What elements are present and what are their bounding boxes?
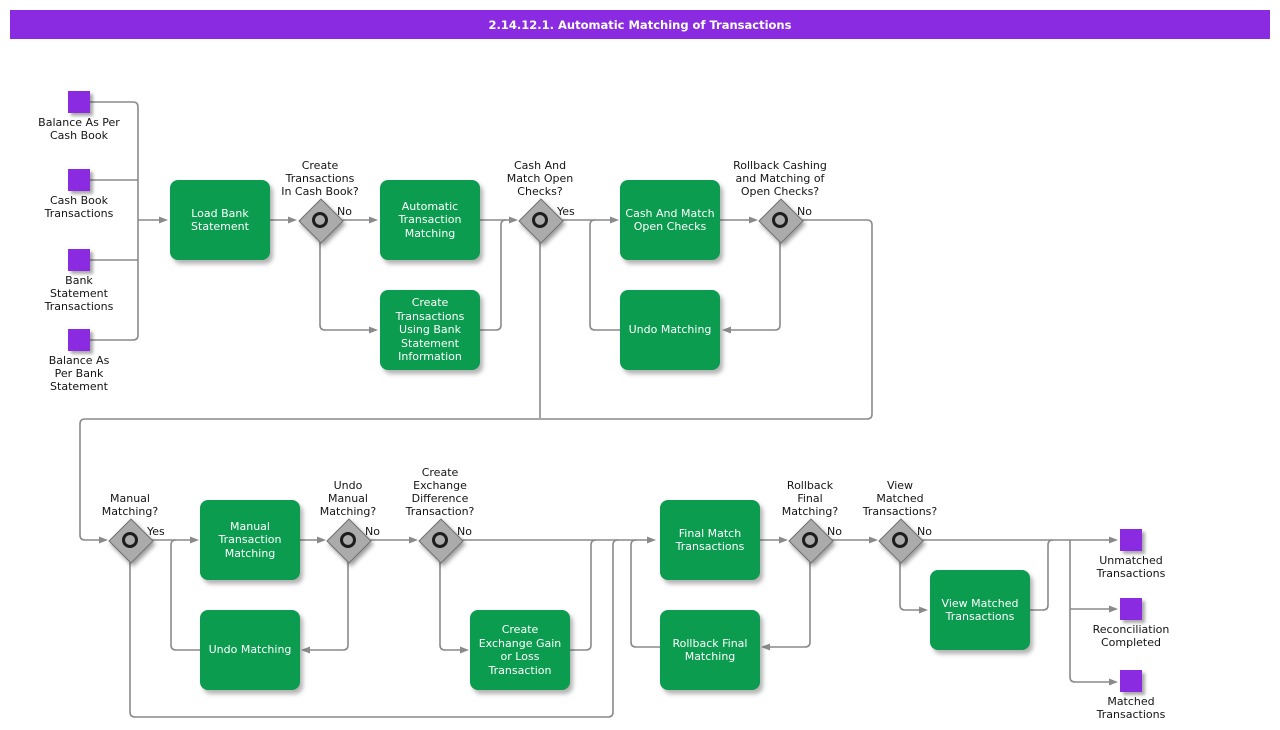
edge-view-matched-transactions-merge-to-output xyxy=(1030,539,1054,611)
decision-create-exchange-difference-transaction[interactable] xyxy=(418,518,464,564)
decision-view-matched-transactions[interactable] xyxy=(878,518,924,564)
edge-create-using-bank-merge-to-cash-match-q xyxy=(480,219,507,331)
decision-cash-and-match-open-checks[interactable] xyxy=(518,198,564,244)
decision-circle-icon xyxy=(802,532,818,548)
decision-rollback-cashing-and-matching-of-open-checks[interactable] xyxy=(758,198,804,244)
branch-label-no: No xyxy=(917,525,932,538)
edge-undo-manual-q-to-undo-matching-bottom xyxy=(301,561,349,654)
data-object-cash-book-transactions[interactable] xyxy=(68,169,90,191)
decision-circle-icon xyxy=(432,532,448,548)
decision-circle-icon xyxy=(532,212,548,228)
branch-label-yes: Yes xyxy=(557,205,575,218)
data-object-matched-transactions[interactable] xyxy=(1120,670,1142,692)
decision-create-transactions-in-cash-book[interactable] xyxy=(298,198,344,244)
branch-label-no: No xyxy=(797,205,812,218)
edge-rollback-final-q-to-rollback-final-matching xyxy=(761,561,811,651)
activity-undo-matching-bottom[interactable]: Undo Matching xyxy=(200,610,300,690)
edge-rollback-final-matching-merge-to-final-match xyxy=(630,539,660,648)
data-object-balance-as-per-bank-statement[interactable] xyxy=(68,329,90,351)
decision-rollback-final-matching[interactable] xyxy=(788,518,834,564)
edge-undo-matching-top-loop xyxy=(589,219,620,331)
edge-undo-matching-bottom-loop xyxy=(170,539,200,651)
edge-create-exchange-gain-merge-to-final-match xyxy=(570,539,597,651)
decision-circle-icon xyxy=(312,212,328,228)
edge-output-branch-to-matched-transactions xyxy=(1069,540,1118,686)
edge-manual-matching-q-bottom-loop-to-final-match xyxy=(129,539,619,718)
edge-view-matched-q-to-view-matched-transactions xyxy=(899,561,928,614)
decision-circle-icon xyxy=(892,532,908,548)
edge-balance-cash-book-to-trunk xyxy=(90,101,139,220)
branch-label-no: No xyxy=(337,205,352,218)
branch-label-yes: Yes xyxy=(147,525,165,538)
activity-label: Undo Matching xyxy=(208,643,292,657)
data-object-unmatched-transactions[interactable] xyxy=(1120,529,1142,551)
decision-circle-icon xyxy=(122,532,138,548)
branch-label-no: No xyxy=(827,525,842,538)
data-object-reconciliation-completed[interactable] xyxy=(1120,598,1142,620)
decision-undo-manual-matching[interactable] xyxy=(326,518,372,564)
decision-circle-icon xyxy=(340,532,356,548)
page-title: 2.14.12.1. Automatic Matching of Transac… xyxy=(488,17,792,32)
edge-balance-bank-statement-to-trunk xyxy=(90,220,139,341)
decision-circle-icon xyxy=(772,212,788,228)
edge-rollback-cashing-q-no-to-manual-matching-q xyxy=(79,219,873,544)
edge-create-exchange-q-to-create-exchange-gain xyxy=(439,561,469,654)
activity-label: Undo Matching xyxy=(628,323,712,337)
branch-label-no: No xyxy=(457,525,472,538)
edge-create-transactions-q-to-create-using-bank xyxy=(319,241,378,334)
data-object-bank-statement-transactions[interactable] xyxy=(68,249,90,271)
branch-label-no: No xyxy=(365,525,380,538)
edge-rollback-cashing-q-to-undo-matching-top xyxy=(722,241,781,334)
data-object-balance-as-per-cash-book[interactable] xyxy=(68,91,90,113)
title-bar: 2.14.12.1. Automatic Matching of Transac… xyxy=(10,10,1270,39)
activity-undo-matching-top[interactable]: Undo Matching xyxy=(620,290,720,370)
decision-manual-matching[interactable] xyxy=(108,518,154,564)
